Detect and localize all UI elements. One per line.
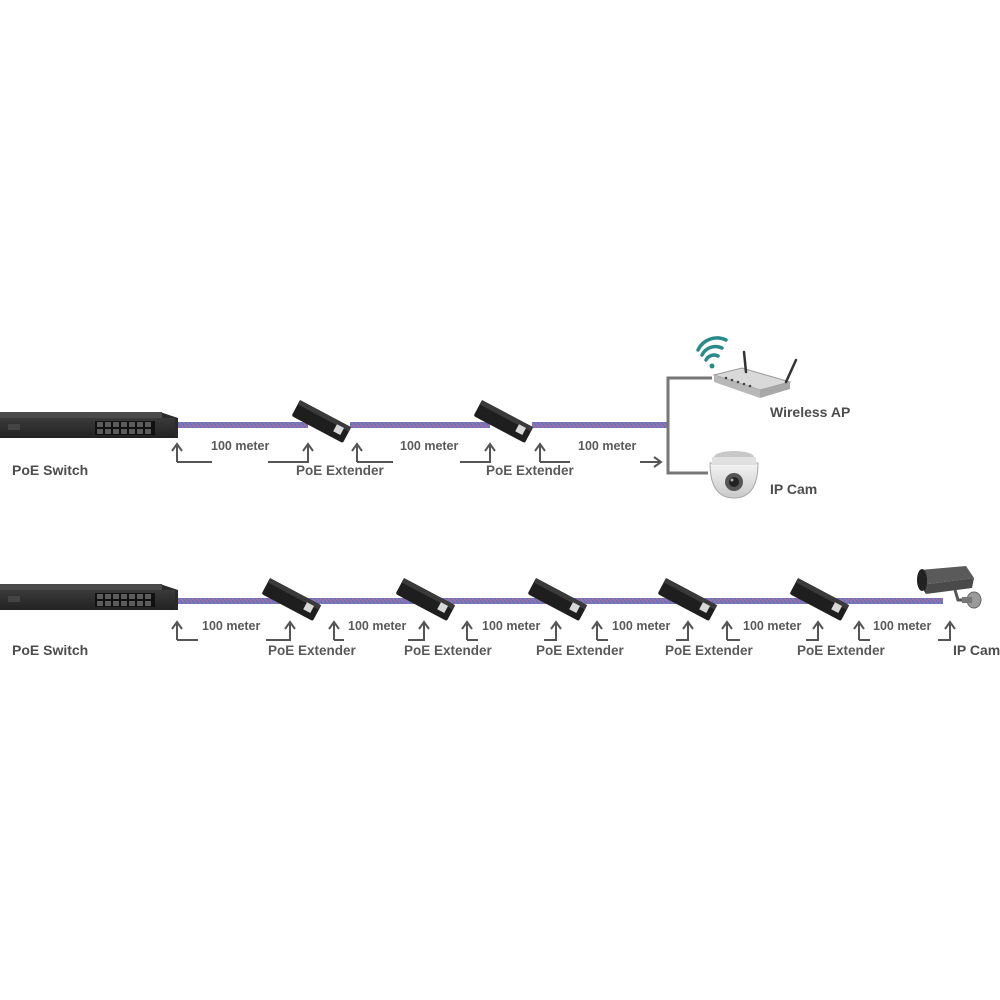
- poe-switch-icon: [0, 412, 178, 438]
- distance-bracket: [534, 442, 663, 468]
- poe-extender-icon: [396, 578, 456, 621]
- distance-bracket: [171, 442, 314, 463]
- poe-extender-icon: [474, 400, 534, 443]
- distance-label: 100 meter: [202, 619, 261, 633]
- extender-label: PoE Extender: [404, 643, 493, 658]
- distance-label: 100 meter: [348, 619, 407, 633]
- poe-extender-icon: [528, 578, 588, 621]
- poe-extender-icon: [262, 578, 322, 621]
- ip-cam-label: IP Cam: [770, 481, 817, 497]
- distance-label: 100 meter: [482, 619, 541, 633]
- distance-bracket: [461, 620, 562, 641]
- cable-segment: [350, 422, 490, 428]
- switch-label: PoE Switch: [12, 462, 88, 478]
- cable-segment: [178, 422, 308, 428]
- bullet-camera-icon: [917, 566, 982, 609]
- ip-cam-label: IP Cam: [953, 642, 1000, 658]
- branch-connector: [666, 376, 712, 475]
- distance-bracket: [328, 620, 430, 641]
- wireless-ap-label: Wireless AP: [770, 404, 850, 420]
- wireless-ap-icon: [712, 350, 798, 398]
- poe-extender-icon: [658, 578, 718, 621]
- distance-label: 100 meter: [612, 619, 671, 633]
- distance-bracket: [171, 620, 296, 641]
- cable-segment: [532, 422, 668, 428]
- distance-bracket: [591, 620, 694, 641]
- distance-bracket: [853, 620, 956, 641]
- distance-label: 100 meter: [578, 439, 637, 453]
- poe-extender-icon: [292, 400, 352, 443]
- extender-label: PoE Extender: [665, 643, 754, 658]
- extender-label: PoE Extender: [486, 463, 575, 478]
- wifi-signal-icon: [696, 336, 728, 369]
- distance-label: 100 meter: [743, 619, 802, 633]
- poe-switch-icon: [0, 584, 178, 610]
- diagram-2: PoE Switch PoE Extender PoE Extender PoE…: [0, 566, 1000, 658]
- distance-label: 100 meter: [400, 439, 459, 453]
- distance-bracket: [721, 620, 824, 641]
- extender-label: PoE Extender: [797, 643, 886, 658]
- diagram-1: PoE Switch PoE Extender PoE Extender 100…: [0, 336, 850, 499]
- poe-extender-icon: [790, 578, 850, 621]
- extender-label: PoE Extender: [536, 643, 625, 658]
- distance-bracket: [351, 442, 496, 463]
- switch-label: PoE Switch: [12, 642, 88, 658]
- distance-label: 100 meter: [873, 619, 932, 633]
- extender-label: PoE Extender: [296, 463, 385, 478]
- dome-camera-icon: [709, 451, 759, 499]
- distance-label: 100 meter: [211, 439, 270, 453]
- extender-label: PoE Extender: [268, 643, 357, 658]
